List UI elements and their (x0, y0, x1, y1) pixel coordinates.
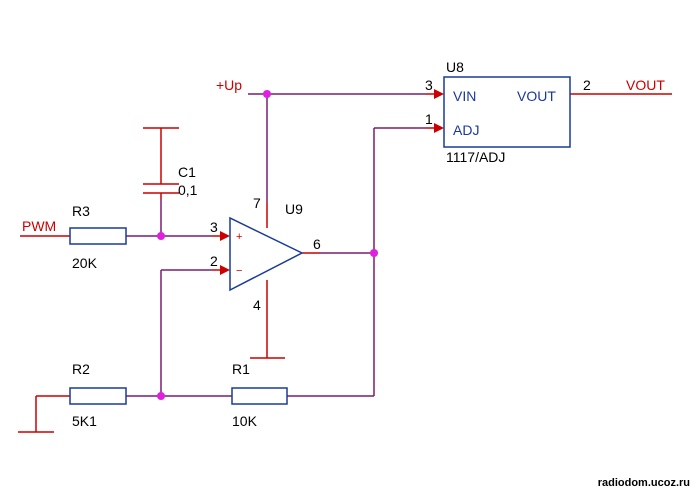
junction-minus (157, 392, 165, 400)
r2-value: 5K1 (72, 413, 97, 429)
wires (126, 93, 426, 397)
u9-minus-sign: − (236, 265, 242, 277)
junction-out (370, 249, 378, 257)
u8-ref: U8 (446, 59, 464, 75)
junction-vup (263, 90, 271, 98)
u8-pin2-num: 2 (583, 77, 591, 93)
components (69, 76, 571, 405)
net-label-vup: +Up (216, 77, 242, 93)
r3-value: 20K (72, 255, 98, 271)
r3-body (69, 227, 127, 245)
u8-pin1-num: 1 (425, 111, 433, 127)
u8-pin3-arrow (434, 89, 444, 99)
junctions (157, 90, 378, 400)
r2-ref: R2 (72, 361, 90, 377)
r3-ref: R3 (72, 203, 90, 219)
u9-pin4-num: 4 (253, 297, 261, 313)
u8-pin-adj: ADJ (453, 122, 479, 138)
pin-arrows (220, 89, 444, 275)
net-label-pwm: PWM (22, 218, 56, 234)
junction-plus (157, 232, 165, 240)
pin-stubs (18, 93, 672, 433)
u9-body (229, 216, 304, 292)
u8-pin-vout: VOUT (517, 88, 556, 104)
r1-body (231, 387, 288, 405)
watermark: radiodom.ucoz.ru (598, 477, 690, 489)
u9-plus-sign: + (236, 231, 242, 243)
u8-part: 1117/ADJ (446, 149, 505, 165)
u8-pin1-arrow (434, 123, 444, 133)
u8-pin3-num: 3 (425, 77, 433, 93)
u8-body (443, 76, 571, 148)
r1-value: 10K (232, 413, 258, 429)
c1-ref: C1 (178, 164, 196, 180)
c1-value: 0,1 (178, 182, 198, 198)
u9-pin2-arrow (220, 265, 230, 275)
u9-pin6-num: 6 (313, 236, 321, 252)
r1-ref: R1 (232, 361, 250, 377)
u9-pin7-num: 7 (253, 195, 261, 211)
r2-body (69, 387, 127, 405)
u8-pin-vin: VIN (453, 88, 476, 104)
u9-pin3-arrow (220, 231, 230, 241)
u9-ref: U9 (285, 201, 303, 217)
net-label-vout: VOUT (626, 77, 665, 93)
u9-pin3-num: 3 (210, 219, 218, 235)
u9-pin2-num: 2 (210, 253, 218, 269)
